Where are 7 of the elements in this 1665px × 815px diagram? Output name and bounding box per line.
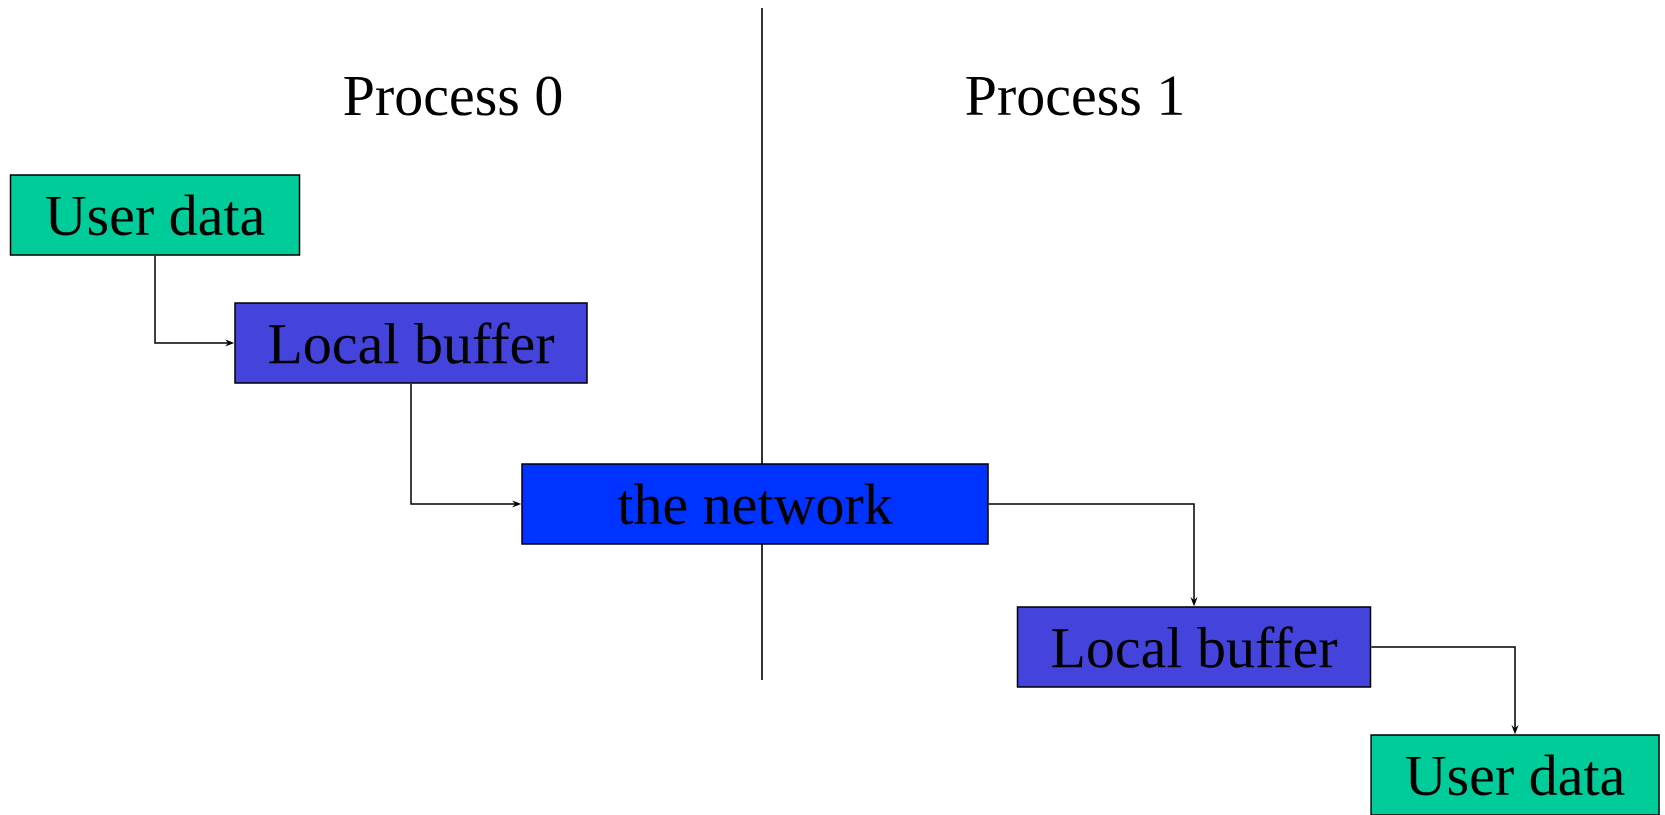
process-box: Local buffer	[1016, 606, 1372, 688]
process-label: Process 0	[344, 76, 562, 116]
process-box: User data	[1370, 734, 1660, 815]
process-label: Process 1	[966, 76, 1182, 116]
process-box: User data	[9, 174, 301, 256]
process-box: Local buffer	[234, 302, 588, 384]
process-box: the network	[521, 463, 989, 545]
